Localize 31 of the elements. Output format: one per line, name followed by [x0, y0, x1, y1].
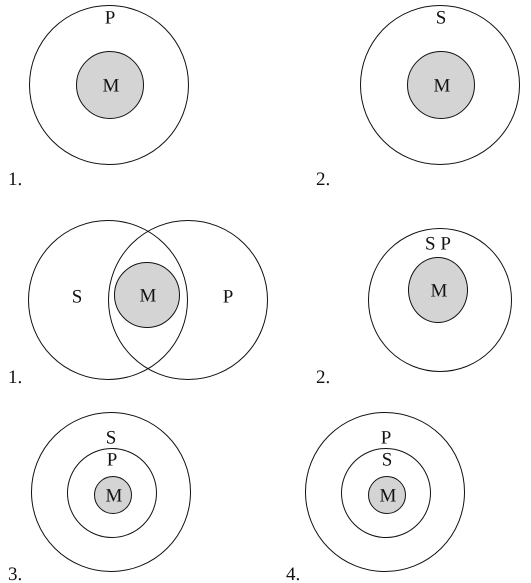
figure-number: 2. — [316, 170, 330, 189]
shaded-circle — [114, 262, 180, 328]
circle-label: S — [382, 450, 392, 470]
figure-number: 2. — [316, 368, 330, 387]
circle — [67, 448, 157, 538]
circle-label: S P — [425, 234, 451, 254]
figure-number: 1. — [8, 170, 22, 189]
circle-label: P — [104, 8, 116, 28]
circle-label: M — [430, 282, 448, 300]
circle-label: M — [106, 486, 122, 506]
circle — [368, 228, 512, 372]
circle-label: P — [106, 450, 118, 470]
circle — [31, 412, 191, 572]
shaded-circle — [368, 476, 406, 514]
circle — [29, 5, 189, 165]
circle-label: P — [222, 288, 234, 306]
shaded-circle — [94, 476, 132, 514]
circle-label: M — [380, 486, 396, 506]
circle-label: M — [102, 76, 120, 96]
circle-label: S — [436, 8, 446, 28]
circle-label: P — [380, 428, 392, 448]
circle — [341, 448, 431, 538]
figure-number: 4. — [286, 565, 300, 583]
figure-number: 3. — [8, 565, 22, 583]
circle-label: M — [140, 286, 156, 306]
circle-label: S — [106, 428, 116, 448]
circle — [360, 5, 520, 165]
figure-number: 1. — [8, 368, 22, 387]
circle — [305, 412, 465, 572]
circle-label: S — [72, 288, 82, 306]
circle-label: M — [434, 76, 450, 96]
